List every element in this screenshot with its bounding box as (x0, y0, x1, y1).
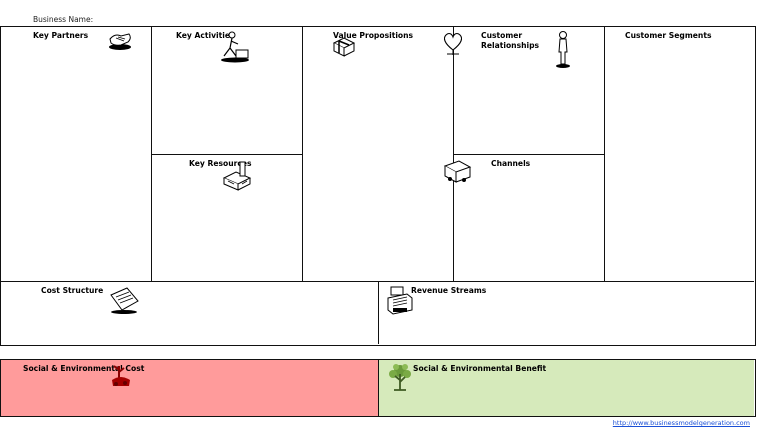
value-propositions-block: Value Propositions (303, 27, 463, 282)
customer-segments-block: Customer Segments (605, 27, 754, 282)
social-cost-block: Social & Environmental Cost (1, 360, 379, 416)
revenue-streams-label: Revenue Streams (411, 286, 487, 295)
key-partners-label: Key Partners (33, 31, 89, 40)
business-name-label: Business Name: (33, 15, 94, 24)
social-benefit-block: Social & Environmental Benefit (379, 360, 754, 416)
gift-icon (332, 37, 356, 57)
worker-icon (221, 31, 249, 63)
cost-structure-label: Cost Structure (41, 286, 104, 295)
key-activities-label: Key Activities (176, 31, 235, 40)
tree-icon (389, 364, 411, 391)
key-activities-block: Key Activities (152, 27, 303, 155)
footer-link[interactable]: http://www.businessmodelgeneration.com (612, 419, 750, 427)
customer-segments-label: Customer Segments (625, 31, 712, 40)
channels-label: Channels (491, 159, 531, 168)
customer-relationships-block: Customer Relationships (454, 27, 605, 155)
key-resources-block: Key Resources (152, 155, 303, 282)
cash-register-icon (387, 286, 413, 315)
damaged-tree-icon (112, 365, 130, 386)
heart-icon (443, 32, 463, 55)
value-propositions-label: Value Propositions (333, 31, 414, 40)
revenue-streams-block: Revenue Streams (379, 282, 754, 344)
truck-icon (443, 160, 472, 183)
key-partners-block: Key Partners (1, 27, 152, 282)
business-model-canvas: Key Partners Key Activities Key Resource… (0, 26, 756, 346)
customer-relationships-label: Customer Relationships (481, 31, 540, 50)
price-tag-icon (110, 287, 139, 314)
social-benefit-label: Social & Environmental Benefit (413, 364, 547, 373)
person-icon (556, 31, 570, 68)
factory-icon (222, 161, 252, 191)
social-cost-label: Social & Environmental Cost (23, 364, 145, 373)
key-resources-label: Key Resources (189, 159, 252, 168)
cost-structure-block: Cost Structure (1, 282, 379, 344)
social-environmental-row: Social & Environmental Cost Social & Env… (0, 359, 756, 417)
handshake-icon (109, 33, 131, 50)
channels-block: Channels (443, 155, 605, 282)
